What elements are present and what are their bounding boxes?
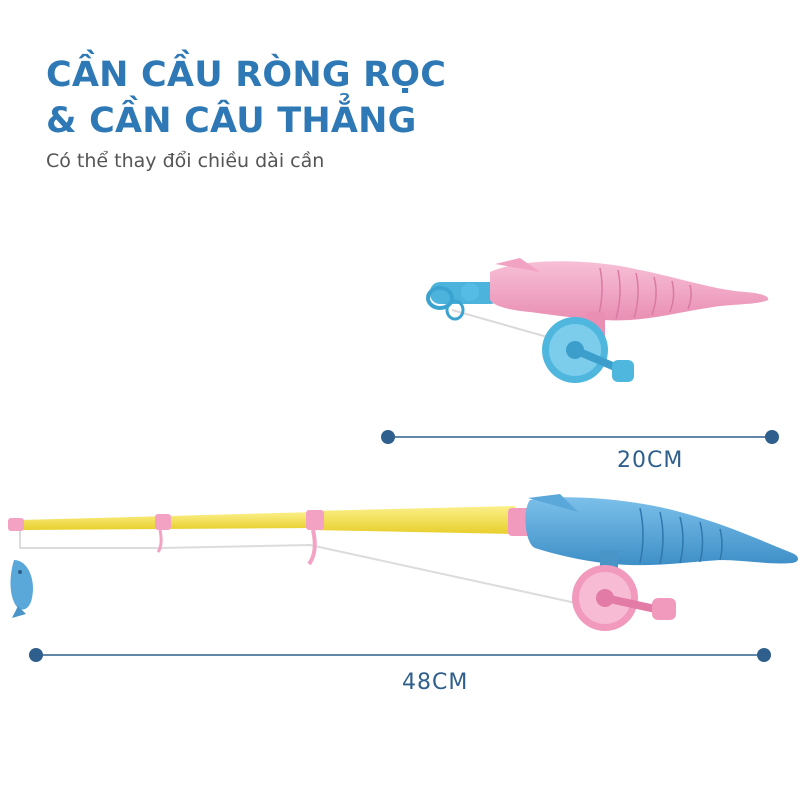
long-rod-illustration [8,494,798,631]
long-rod-shaft [8,506,536,566]
short-rod-length-label: 20CM [617,448,684,473]
title-line-1: CẦN CẦU RÒNG RỌC [46,55,447,95]
long-rod-ridges [639,507,723,565]
long-rod-measure-line [29,648,771,662]
title-line-2: & CẦN CÂU THẲNG [46,101,417,141]
page-subtitle: Có thể thay đổi chiều dài cần [46,150,325,172]
long-rod-length-label: 48CM [402,670,469,695]
short-rod-ridges [597,267,692,320]
long-rod-handle [525,497,798,566]
long-rod-reel [572,550,676,631]
short-rod-handle [490,261,769,321]
toy-fish-icon [10,560,34,618]
page-title: CẦN CẦU RÒNG RỌC & CẦN CÂU THẲNG [46,52,446,144]
short-rod-tip [426,282,500,321]
short-rod-measure-line [381,430,779,444]
fishing-line [19,528,586,606]
short-rod-reel [542,312,634,383]
short-rod-illustration [426,258,769,383]
